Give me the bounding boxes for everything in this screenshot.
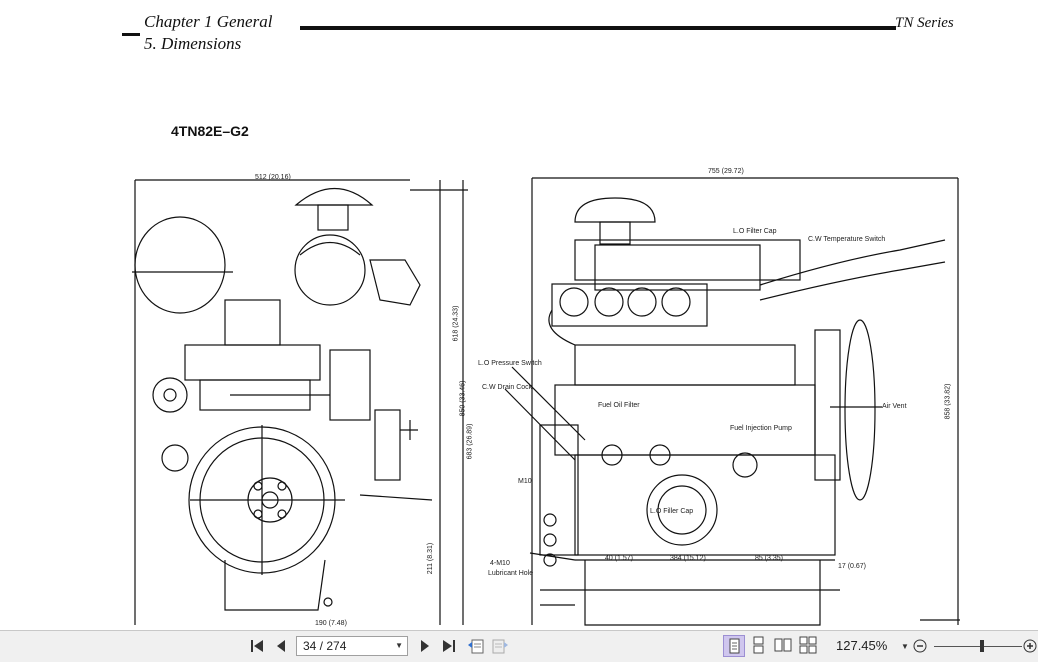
continuous-facing-icon xyxy=(799,636,817,654)
zoom-out-icon[interactable] xyxy=(912,637,928,655)
previous-page-icon[interactable] xyxy=(272,637,290,655)
first-page-icon[interactable] xyxy=(248,637,266,655)
engine-model-label: 4TN82E–G2 xyxy=(171,123,249,139)
right-length-dimension: 755 (29.72) xyxy=(708,168,744,175)
header-rule xyxy=(300,26,896,30)
engine-drawing xyxy=(132,177,960,626)
page-number-input[interactable]: 34 / 274 ▼ xyxy=(296,636,408,656)
zoom-in-icon[interactable] xyxy=(1022,637,1038,655)
next-view-icon[interactable] xyxy=(490,637,510,655)
header-dash xyxy=(122,33,140,36)
page-number-value: 34 / 274 xyxy=(303,639,347,653)
label-cw-temp-switch: C.W Temperature Switch xyxy=(808,236,886,243)
left-dimension-2: 850 (33.46) xyxy=(459,380,467,417)
zoom-level[interactable]: 127.45% xyxy=(836,638,888,653)
section-heading: 5. Dimensions xyxy=(144,34,242,53)
series-label: TN Series xyxy=(895,15,954,31)
facing-pages-icon xyxy=(774,638,792,652)
label-fuel-injection-pump: Fuel Injection Pump xyxy=(730,425,792,432)
label-m10: M10 xyxy=(518,478,532,485)
chapter-heading: Chapter 1 General xyxy=(144,12,273,31)
next-page-icon[interactable] xyxy=(416,637,434,655)
chevron-down-icon[interactable]: ▼ xyxy=(395,641,403,650)
right-dimension-3: 85 (3.35) xyxy=(755,555,784,562)
label-lubricant-hole: Lubricant Hole xyxy=(488,570,534,577)
label-lo-filler-cap: L.O Filler Cap xyxy=(650,508,694,515)
left-width-dimension: 512 (20.16) xyxy=(255,174,291,181)
previous-view-icon[interactable] xyxy=(466,637,486,655)
label-cw-drain-cock: C.W Drain Cock xyxy=(482,384,533,391)
left-dimension-4: 211 (8.31) xyxy=(427,542,435,575)
left-dimension-1: 618 (24.33) xyxy=(452,305,460,342)
label-4-m10: 4-M10 xyxy=(490,560,510,567)
right-height-dimension: 858 (33.82) xyxy=(944,383,952,420)
single-page-view-button[interactable] xyxy=(723,635,745,657)
last-page-icon[interactable] xyxy=(440,637,458,655)
right-dimension-4: 17 (0.67) xyxy=(838,563,867,570)
left-dimension-3: 683 (26.89) xyxy=(466,423,474,460)
zoom-slider[interactable] xyxy=(934,646,1022,647)
zoom-dropdown-icon[interactable]: ▼ xyxy=(901,641,909,651)
label-air-vent: Air Vent xyxy=(882,403,907,410)
left-dimension-5: 190 (7.48) xyxy=(315,620,347,627)
continuous-page-icon xyxy=(753,636,764,654)
zoom-slider-thumb[interactable] xyxy=(980,640,984,652)
right-dimension-1: 384 (15.12) xyxy=(670,555,706,562)
continuous-view-button[interactable] xyxy=(748,635,770,657)
facing-view-button[interactable] xyxy=(773,635,795,657)
label-lo-filter-cap: L.O Filter Cap xyxy=(733,228,777,235)
pdf-toolbar: 34 / 274 ▼ 127.45% ▼ xyxy=(0,630,1038,662)
right-dimension-2: 40 (1.57) xyxy=(605,555,634,562)
single-page-icon xyxy=(729,638,740,654)
document-page: Chapter 1 General 5. Dimensions TN Serie… xyxy=(122,12,960,627)
continuous-facing-view-button[interactable] xyxy=(798,635,820,657)
label-lo-pressure-switch: L.O Pressure Switch xyxy=(478,360,542,367)
label-fuel-oil-filter: Fuel Oil Filter xyxy=(598,402,640,409)
